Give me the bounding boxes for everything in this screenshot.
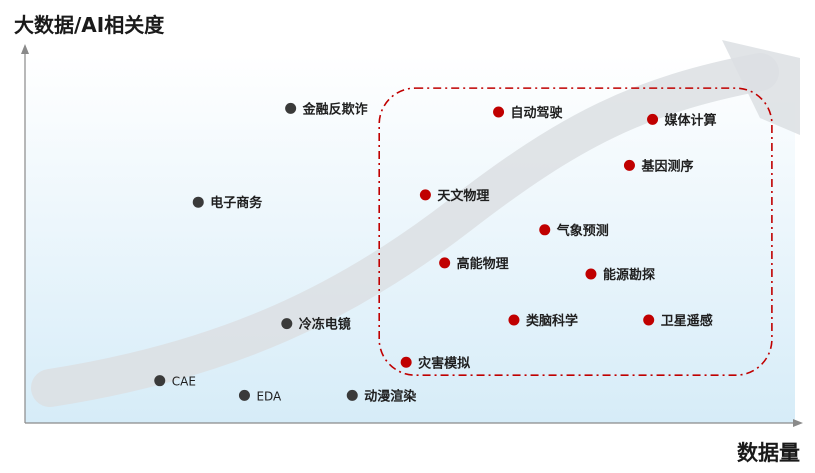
data-point-label: 高能物理 — [457, 256, 509, 272]
data-point: 动漫渲染 — [346, 388, 417, 404]
axes — [21, 44, 803, 427]
data-point-label: 电子商务 — [210, 195, 263, 211]
x-axis-title: 数据量 — [737, 441, 800, 465]
data-point-label: 自动驾驶 — [511, 105, 563, 121]
data-point-label: 卫星遥感 — [661, 313, 713, 329]
data-point: EDA — [238, 389, 282, 403]
data-point-marker — [647, 113, 659, 125]
data-point-label: 基因测序 — [640, 158, 693, 174]
data-point-marker — [508, 314, 520, 326]
data-point-label: 灾害模拟 — [418, 355, 470, 371]
data-point-label: CAE — [172, 375, 196, 389]
data-point-label: 气象预测 — [557, 223, 609, 239]
y-axis-arrow-icon — [21, 44, 29, 54]
data-point-label: 天文物理 — [437, 188, 489, 204]
data-point-marker — [400, 356, 412, 368]
data-point-marker — [192, 196, 204, 208]
data-point-marker — [439, 257, 451, 269]
data-point: 金融反欺诈 — [285, 101, 368, 117]
data-point-marker — [493, 106, 505, 118]
data-point: 卫星遥感 — [643, 313, 713, 329]
data-point-marker — [238, 389, 250, 401]
data-point-marker — [285, 102, 297, 114]
data-point: 类脑科学 — [508, 313, 578, 329]
x-axis-arrow-icon — [793, 419, 803, 427]
data-point: 灾害模拟 — [400, 355, 470, 371]
data-point: 气象预测 — [539, 223, 609, 239]
data-point-label: 冷冻电镜 — [299, 317, 351, 333]
data-point-marker — [281, 318, 293, 330]
y-axis-title: 大数据/AI相关度 — [14, 13, 165, 37]
data-point-label: 媒体计算 — [665, 112, 717, 128]
data-point: 冷冻电镜 — [281, 317, 351, 333]
data-point: 自动驾驶 — [493, 105, 563, 121]
data-point: 天文物理 — [419, 188, 489, 204]
data-point-marker — [154, 375, 166, 387]
data-point-label: 动漫渲染 — [364, 388, 417, 404]
data-point-label: EDA — [256, 389, 282, 403]
data-point-label: 金融反欺诈 — [302, 101, 368, 117]
data-point: 媒体计算 — [647, 112, 717, 128]
data-point-marker — [585, 268, 597, 280]
data-point-marker — [539, 224, 551, 236]
trend-arrow-band — [31, 40, 800, 407]
data-point: 高能物理 — [439, 256, 509, 272]
data-point-label: 类脑科学 — [526, 313, 578, 329]
data-point-marker — [643, 314, 655, 326]
data-point-marker — [346, 389, 358, 401]
data-point: 基因测序 — [623, 158, 693, 174]
data-point-marker — [623, 159, 635, 171]
data-point: 电子商务 — [192, 195, 263, 211]
data-point: 能源勘探 — [585, 267, 655, 283]
data-point-marker — [419, 189, 431, 201]
data-point: CAE — [154, 375, 196, 389]
data-point-label: 能源勘探 — [603, 267, 655, 283]
